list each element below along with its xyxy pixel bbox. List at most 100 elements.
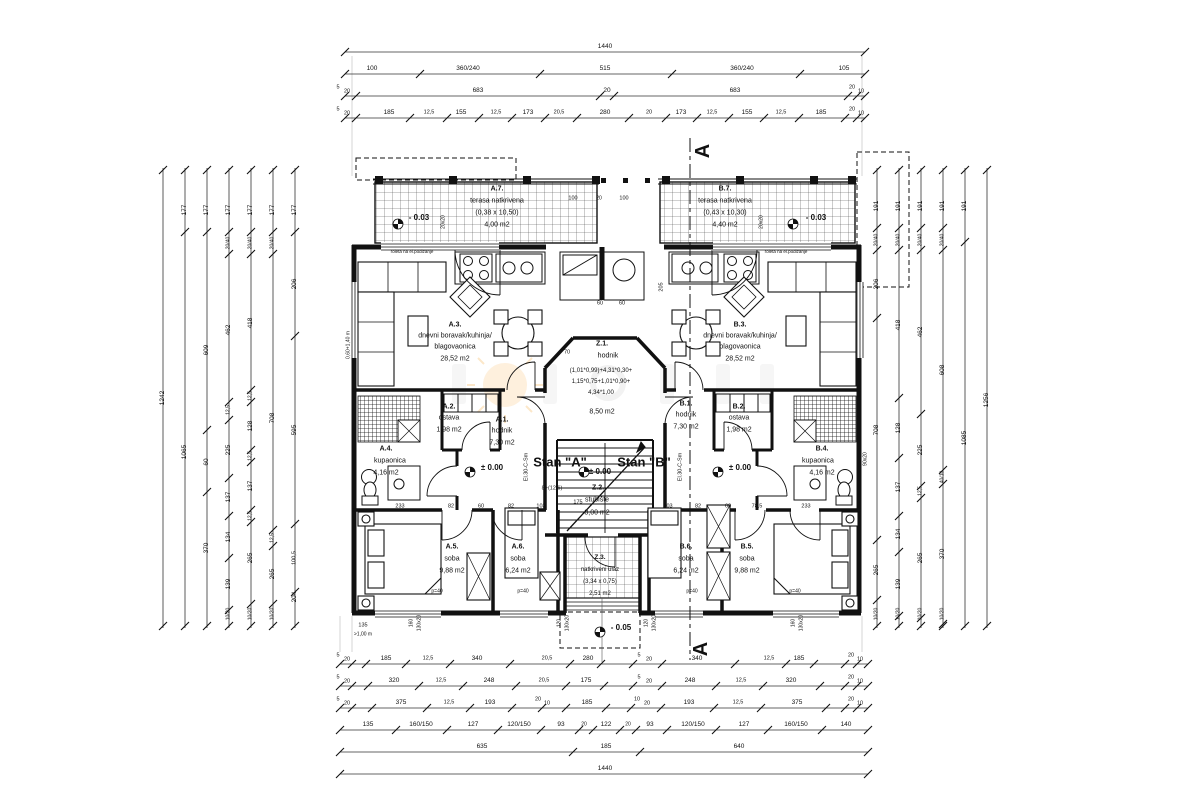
room-code-a3: A.3. — [448, 321, 462, 329]
dim-label: 20/40 — [873, 233, 880, 247]
dim-label: 20x20 — [440, 215, 447, 229]
dim-label: 4,00 m2 — [484, 221, 510, 229]
dim-label: 20 — [581, 721, 587, 728]
dim-label: 1,98 m2 — [726, 426, 752, 434]
dim-label: 193 — [484, 698, 496, 706]
dim-label: (3,34 x 0,75) — [583, 579, 617, 585]
dim-label: 78,5 — [751, 503, 763, 510]
dim-label: 609 — [202, 344, 210, 356]
dim-label: 10 — [856, 700, 864, 707]
dim-label: 20 — [848, 106, 856, 113]
dim-label: 135 — [358, 622, 368, 629]
dim-label: 340 — [691, 654, 703, 662]
door-swings — [426, 249, 821, 568]
dim-label: 177 — [202, 204, 210, 216]
dim-label: soba — [678, 555, 694, 563]
room-code-a2: A.2. — [442, 403, 456, 411]
dim-label: 280 — [599, 108, 611, 116]
dim-label: 640 — [733, 742, 745, 750]
dim-label: 233 — [801, 503, 811, 510]
dim-label: 10/20 — [269, 607, 276, 621]
dim-label: 185 — [793, 654, 805, 662]
room-code-b3: B.3. — [733, 321, 747, 329]
dim-label: 20 — [645, 678, 653, 685]
dim-label: roleta na el.podizanje — [390, 248, 434, 254]
dim-label: 10 — [543, 700, 551, 707]
stan-a-label: Stan "A" — [533, 454, 587, 470]
dim-label: dnevni boravak/kuhinja/ — [703, 332, 777, 340]
dim-label: 20 — [343, 678, 351, 685]
dim-label: 40/10 — [939, 470, 946, 484]
dim-label: roleta na el.podizanje — [764, 248, 808, 254]
terrace-right — [658, 178, 857, 244]
dim-label: 4,34*1,00 — [588, 390, 614, 396]
dim-label: 5 — [336, 106, 340, 113]
dim-label: blagovaonica — [434, 343, 476, 351]
dim-label: 20x20 — [758, 215, 765, 229]
dim-label: 177 — [268, 204, 276, 216]
dim-label: 375 — [791, 698, 803, 706]
elevation-mark: - 0.05 — [610, 623, 632, 632]
dim-label: 5 — [637, 652, 641, 659]
extension-lines — [339, 56, 863, 652]
bedroom-a5-furniture — [357, 511, 442, 611]
dim-label: 1256 — [982, 392, 990, 408]
dim-label: 10 — [856, 678, 864, 685]
dim-label: 120/150 — [507, 720, 531, 728]
dim-label: 1,15*0,75+1,01*0,90+ — [571, 379, 631, 385]
dim-label: 1440 — [597, 42, 613, 50]
dim-label: 105 — [838, 64, 850, 72]
room-code-b5: B.5. — [740, 543, 754, 551]
dim-label: soba — [444, 555, 460, 563]
room-code-b4: B.4. — [815, 445, 829, 453]
dim-label: 265 — [916, 552, 924, 564]
dim-label: 82 — [507, 503, 515, 510]
bathroom-b-fixtures — [793, 419, 853, 506]
dim-label: 20/40 — [895, 233, 902, 247]
room-code-z1: Z.1. — [595, 340, 609, 348]
dim-label: hodnik — [597, 352, 619, 360]
dim-label: 320 — [785, 676, 797, 684]
dim-label: 160 — [790, 618, 797, 628]
dim-label: 8+(12/6) — [541, 485, 563, 492]
dim-label: 82 — [694, 503, 702, 510]
dim-label: 10 — [856, 656, 864, 663]
dim-label: stubište — [584, 496, 610, 504]
elevation-mark: - 0.03 — [408, 213, 430, 222]
watermark-ring — [590, 365, 626, 401]
dim-label: 10/20 — [225, 607, 232, 621]
dim-label: 20 — [645, 656, 653, 663]
dim-label: 20 — [343, 88, 351, 95]
dim-label: 20 — [343, 656, 351, 663]
dim-label: 130x20 — [416, 614, 423, 632]
bedroom-a6-furniture — [466, 507, 561, 601]
dim-label: 10/20 — [895, 607, 902, 621]
dim-label: 1085 — [960, 430, 968, 446]
dim-label: 5 — [336, 84, 340, 91]
dim-label: 20 — [848, 84, 856, 91]
dim-label: 683 — [472, 86, 484, 94]
dim-label: 130x20 — [798, 614, 805, 632]
room-code-z3: Z.3. — [594, 553, 606, 561]
dim-label: 120/150 — [681, 720, 705, 728]
dim-label: 5 — [336, 674, 340, 681]
dim-label: 265 — [872, 564, 880, 576]
dim-label: soba — [510, 555, 526, 563]
dim-label: 7,30 m2 — [489, 439, 515, 447]
dim-label: 100,5 — [291, 551, 298, 565]
dim-label: 20 — [847, 652, 855, 659]
entrance-porch — [564, 536, 641, 662]
dim-label: ostava — [438, 414, 460, 422]
dim-label: 28,52 m2 — [440, 355, 470, 363]
dim-label: 134 — [894, 528, 902, 540]
elevation-mark: - 0.03 — [805, 213, 827, 222]
dim-label: 360/240 — [456, 64, 480, 72]
dim-label: 204 — [290, 591, 298, 603]
dim-label: 12,5 — [735, 677, 747, 684]
dim-label: 9,88 m2 — [439, 567, 465, 575]
dimension-lines — [162, 51, 988, 775]
sun-watermark-icon — [467, 347, 543, 423]
dim-label: 20 — [645, 109, 653, 116]
dim-label: 60 — [596, 300, 604, 307]
